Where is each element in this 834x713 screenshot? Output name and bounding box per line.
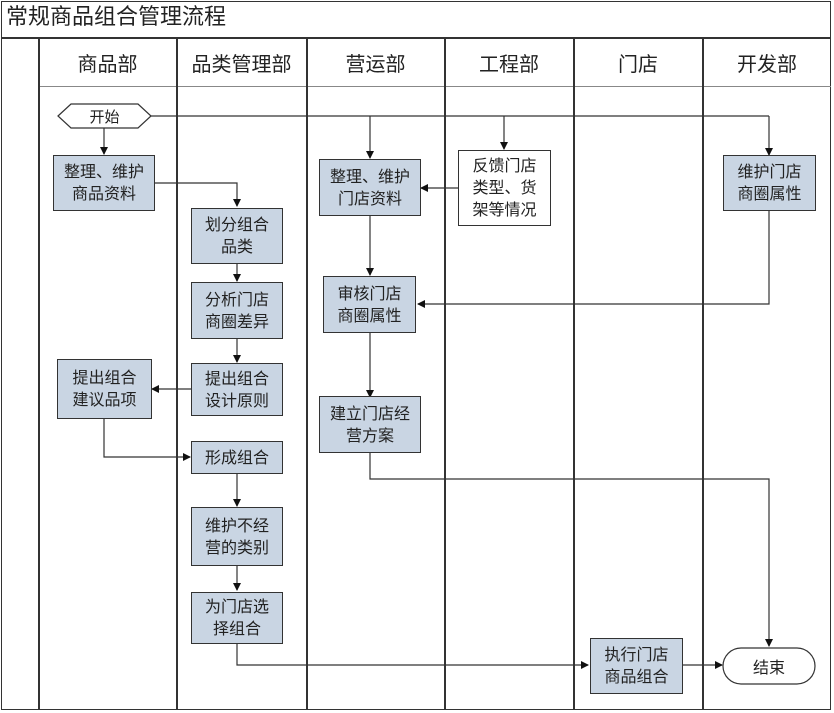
node-maintain-product-info: 整理、维护 商品资料 [53,155,155,211]
page-title: 常规商品组合管理流程 [6,5,227,30]
node-label: 提出组合 设计原则 [204,368,269,410]
node-label: 划分组合 品类 [204,215,269,256]
node-label: 反馈门店 类型、货 架等情况 [472,156,537,219]
start-node: 开始 [89,107,120,126]
node-propose-suggested-items: 提出组合 建议品项 [57,359,152,419]
node-select-store-assortment: 为门店选 择组合 [191,592,283,644]
node-label: 整理、维护 门店资料 [329,166,410,208]
arrow-suggested-to-form [103,418,191,461]
lane-header-category-mgmt: 品类管理部 [191,51,292,76]
start-terminal-shape [57,103,152,129]
node-analyze-trade-area: 分析门店 商圈差异 [191,282,283,339]
arrow-plan-to-end [369,453,773,647]
lane-header-store: 门店 [618,51,658,76]
node-label: 为门店选 择组合 [204,597,269,638]
lane-header-development: 开发部 [737,51,797,76]
lane-divider [573,37,575,710]
node-maintain-store-info: 整理、维护 门店资料 [319,159,421,216]
node-execute-store-assortment: 执行门店 商品组合 [590,638,683,694]
arrow-select-to-execute [236,643,589,669]
lane-header-merchandise: 商品部 [77,51,138,76]
lane-divider [38,37,40,710]
node-form-assortment: 形成组合 [191,441,283,474]
node-maintain-trade-area-attr: 维护门店 商圈属性 [723,155,816,211]
node-label: 维护门店 商圈属性 [737,162,802,203]
title-divider [1,37,831,39]
node-divide-categories: 划分组合 品类 [191,208,283,264]
lane-header-engineering: 工程部 [479,51,539,76]
node-label: 整理、维护 商品资料 [63,162,144,203]
node-label: 提出组合 建议品项 [72,368,137,409]
node-label: 执行门店 商品组合 [604,645,669,686]
lane-divider [306,37,308,710]
node-review-trade-area: 审核门店 商圈属性 [323,276,416,333]
node-label: 维护不经 营的类别 [204,515,269,557]
node-label: 形成组合 [204,447,269,467]
node-build-operation-plan: 建立门店经 营方案 [319,396,421,453]
arrow-product-info-to-divide [155,182,241,207]
node-maintain-excluded-categories: 维护不经 营的类别 [191,507,283,566]
end-terminal-shape [722,647,816,685]
arrow-trade-attr-to-review [417,211,770,308]
header-divider [39,86,831,87]
end-node: 结束 [752,658,785,677]
lane-divider [176,37,178,710]
node-label: 分析门店 商圈差异 [204,289,269,331]
lane-divider [444,37,446,710]
lane-divider [702,37,704,710]
node-label: 审核门店 商圈属性 [337,283,402,325]
node-propose-design-principles: 提出组合 设计原则 [191,363,283,416]
lane-header-operations: 营运部 [345,51,406,76]
node-feedback-store-type: 反馈门店 类型、货 架等情况 [458,150,551,226]
node-label: 建立门店经 营方案 [329,403,410,445]
